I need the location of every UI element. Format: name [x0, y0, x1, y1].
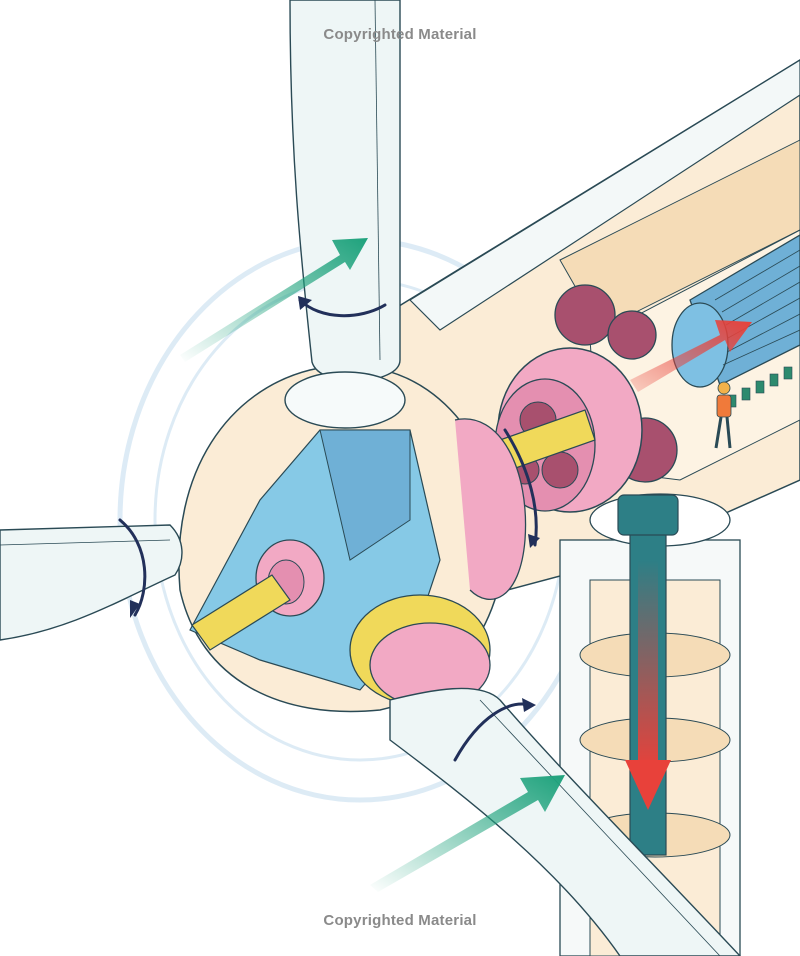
- watermark-bottom: Copyrighted Material: [323, 912, 477, 929]
- rotation-arrow-left: [118, 518, 147, 617]
- wind-arrow-lower: [370, 775, 565, 892]
- blade-top: [284, 0, 406, 429]
- maintenance-worker: [714, 381, 732, 449]
- blade-left: [0, 524, 183, 641]
- rotation-arrow-top: [298, 298, 387, 318]
- rotor-hub: [178, 365, 506, 713]
- rotation-arrows: [118, 296, 540, 762]
- power-arrow-to-generator: [630, 320, 752, 392]
- watermark-top: Copyrighted Material: [323, 26, 477, 43]
- hub-rear-bearing: [454, 418, 527, 600]
- wind-arrow-upper: [180, 238, 368, 362]
- power-arrow-down-tower: [625, 560, 671, 810]
- rotation-arrow-shaft: [503, 428, 538, 547]
